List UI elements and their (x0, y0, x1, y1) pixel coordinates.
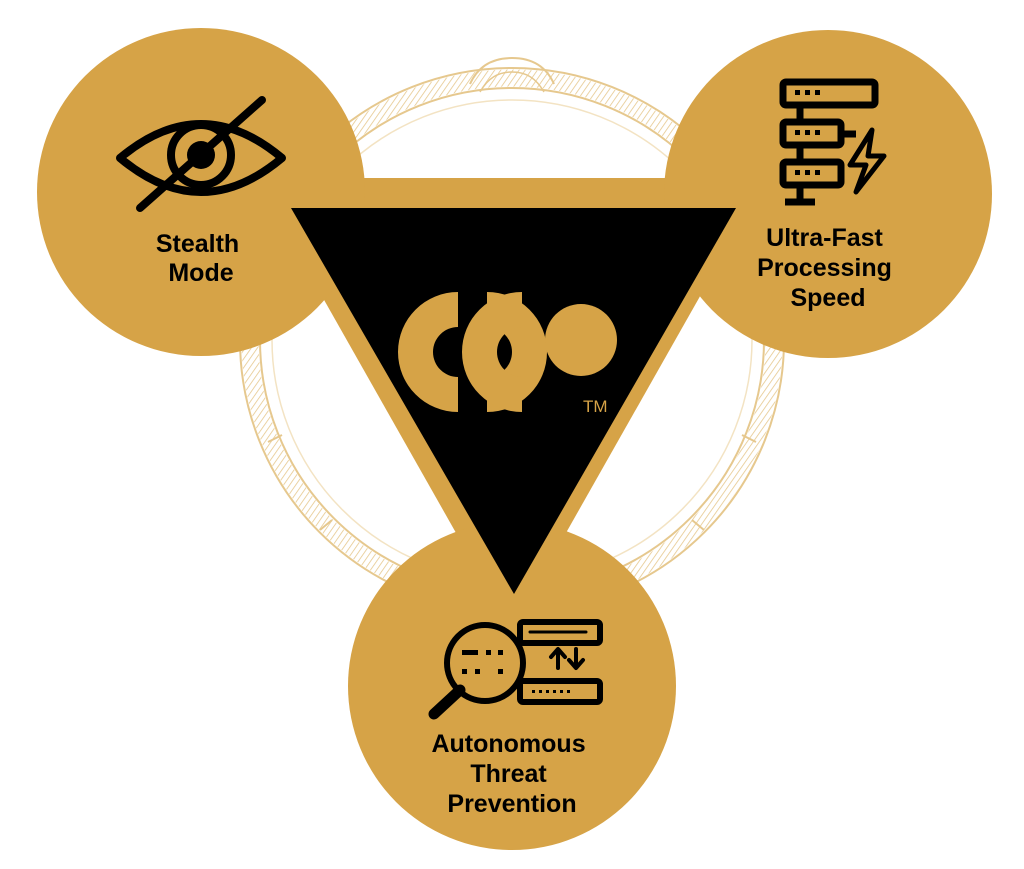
label-line: Autonomous (431, 730, 585, 758)
trademark-mark: TM (583, 397, 608, 416)
node-processing-speed: Ultra-Fast Processing Speed (664, 30, 992, 358)
node-label-speed: Ultra-Fast Processing Speed (757, 224, 899, 312)
label-line: Stealth (156, 230, 239, 258)
label-line: Ultra-Fast (766, 224, 883, 252)
server-bolt-icon (779, 78, 887, 206)
node-label-stealth: Stealth Mode (156, 230, 246, 287)
eye-slash-icon (116, 96, 286, 212)
label-line: Prevention (447, 790, 576, 818)
node-stealth-mode: Stealth Mode (37, 28, 365, 356)
label-line: Speed (790, 284, 865, 312)
label-line: Threat (470, 760, 547, 788)
label-line: Mode (168, 259, 233, 287)
node-threat-prevention: Autonomous Threat Prevention (348, 522, 676, 850)
magnifier-scan-icon (428, 619, 603, 720)
label-line: Processing (757, 254, 892, 282)
gxc-logo-icon (398, 292, 617, 412)
node-label-threat: Autonomous Threat Prevention (431, 730, 592, 818)
